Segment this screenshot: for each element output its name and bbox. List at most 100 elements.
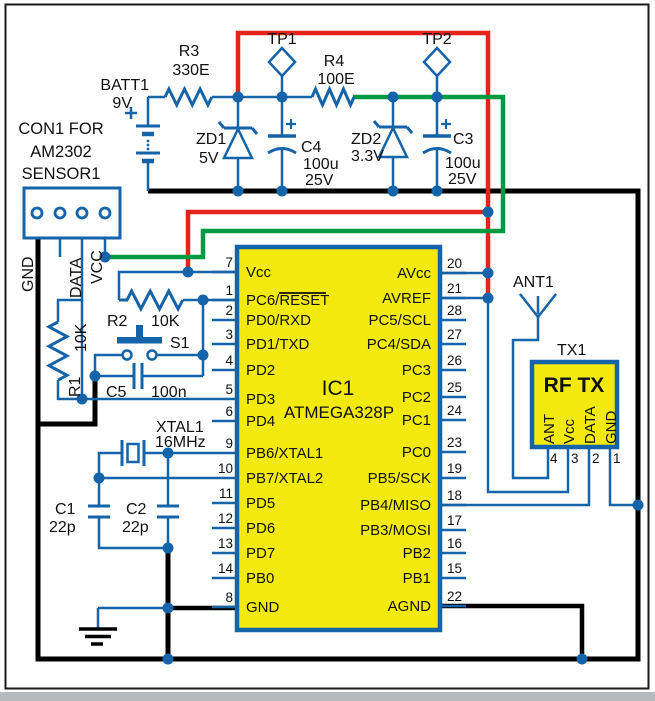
ic1-pin-pc4: PC4/SDA: [367, 336, 431, 353]
ic1-pin-avcc: AVcc: [397, 265, 431, 282]
testpoint-tp1-symbol: [267, 46, 297, 78]
c3-plus-sign: [441, 119, 451, 129]
ic1-pin-pd7: PD7: [246, 545, 275, 562]
zd2-ref: ZD2: [351, 131, 381, 148]
ic1-pin-pc5: PC5/SCL: [368, 312, 431, 329]
ic1-num-21: 21: [447, 281, 462, 296]
ic1-pin-pb6: PB6/XTAL1: [246, 445, 323, 462]
capacitor-c4-symbol: [267, 119, 297, 155]
ic1-pin-pd0: PD0/RXD: [246, 312, 311, 329]
batt1-ref: BATT1: [100, 77, 149, 94]
ic1-num-7: 7: [225, 255, 233, 270]
ic1-num-12: 12: [218, 511, 233, 526]
xtal1-value: 16MHz: [155, 434, 206, 451]
ic1-pin-avref: AVREF: [382, 290, 431, 307]
ic1-num-15: 15: [447, 561, 462, 576]
tp1-ref: TP1: [267, 31, 296, 48]
r3-ref: R3: [179, 43, 200, 60]
s1-ref: S1: [170, 335, 190, 352]
ic1-num-20: 20: [447, 256, 462, 271]
c4-ref: C4: [301, 139, 322, 156]
zd2-value: 3.3V: [351, 148, 384, 165]
c4-value-v: 25V: [305, 172, 334, 189]
tx1-pin2-num: 2: [592, 451, 600, 466]
ic1-pin-pd2: PD2: [246, 362, 275, 379]
c1-ref: C1: [55, 501, 76, 518]
ic1-pin-pc0: PC0: [402, 444, 431, 461]
zd1-ref: ZD1: [196, 131, 226, 148]
ic1-pin-gnd: GND: [246, 599, 280, 616]
tx1-pin4-num: 4: [550, 451, 558, 466]
ic1-pin-pc1: PC1: [402, 412, 431, 429]
tx1-pin-ant-label: ANT: [541, 414, 558, 444]
tx1-pin-vcc-label: Vcc: [561, 418, 578, 444]
antenna-ant1-symbol: [519, 293, 557, 320]
capacitor-c1-symbol: [88, 504, 110, 519]
ic1-pin-pb4: PB4/MISO: [360, 497, 431, 514]
ic1-pin-pd3: PD3: [246, 391, 275, 408]
ic1-num-23: 23: [447, 435, 462, 450]
con1-gnd-label: GND: [20, 256, 37, 292]
ic1-num-18: 18: [447, 488, 462, 503]
zener-zd1-symbol: [217, 121, 259, 160]
xtal1-ref: XTAL1: [156, 419, 204, 436]
con1-title-line2: AM2302: [30, 143, 91, 161]
ic1-num-11: 11: [219, 486, 233, 501]
c2-ref: C2: [126, 501, 147, 518]
testpoint-tp2-symbol: [422, 46, 452, 78]
ic1-pin-pd6: PD6: [246, 520, 275, 537]
ic1-num-13: 13: [218, 536, 233, 551]
ic1-num-26: 26: [447, 353, 462, 368]
ic1-num-1: 1: [225, 283, 233, 298]
tx1-pin-data-label: DATA: [582, 406, 599, 444]
ic1-num-9: 9: [225, 436, 233, 451]
ic1-num-6: 6: [225, 404, 233, 419]
ic1-num-28: 28: [447, 303, 462, 318]
ic1-pin-pc2: PC2: [402, 389, 431, 406]
battery-symbol: [125, 107, 160, 164]
c5-ref: C5: [106, 384, 127, 401]
c1-value: 22p: [49, 519, 76, 536]
ic1-num-8: 8: [225, 590, 233, 605]
ic1-pin-pb5: PB5/SCK: [368, 470, 431, 487]
r2-value: 10K: [151, 313, 180, 330]
ic1-num-24: 24: [447, 403, 463, 418]
ic1-pin-pb2: PB2: [403, 545, 431, 562]
ic1-ref: IC1: [322, 377, 355, 400]
tx1-pin3-num: 3: [571, 451, 579, 466]
ic1-pin-pc6: PC6/RESET: [246, 292, 329, 309]
ic1-pin-pb1: PB1: [403, 570, 431, 587]
r4-value: 100E: [317, 71, 354, 88]
c3-value-v: 25V: [448, 171, 477, 188]
ic1-atmega328p: [212, 244, 466, 633]
r2-ref: R2: [107, 313, 128, 330]
ant1-ref: ANT1: [513, 274, 554, 291]
ic1-pin-pb3: PB3/MOSI: [360, 522, 431, 539]
supply-3v3-wire: [105, 94, 506, 260]
zd1-value: 5V: [199, 150, 219, 167]
c2-value: 22p: [122, 519, 149, 536]
battery-plus-sign: [125, 107, 137, 119]
page-border: [4, 3, 650, 690]
ic1-num-14: 14: [218, 561, 234, 576]
r3-value: 330E: [172, 62, 209, 79]
ic1-pin-pb7: PB7/XTAL2: [246, 470, 323, 487]
tp2-ref: TP2: [422, 31, 451, 48]
ic1-pin-pc3: PC3: [402, 362, 431, 379]
ic1-num-19: 19: [447, 461, 462, 476]
ic1-pin-pd4: PD4: [246, 413, 275, 430]
r1-value: 10K: [73, 323, 90, 352]
ic1-pin-vcc: Vcc: [246, 264, 272, 281]
ic1-pin-pd1: PD1/TXD: [246, 336, 310, 353]
switch-s1-symbol: [117, 325, 162, 361]
c3-ref: C3: [453, 131, 474, 148]
resistor-r1-symbol: [45, 320, 71, 382]
tx1-rf-module: [529, 359, 620, 450]
con1-title-line1: CON1 FOR: [18, 120, 103, 138]
supply-5v-wire: [185, 30, 491, 298]
labels: CON1 FOR AM2302 SENSOR1 GND DATA VCC BAT…: [18, 31, 620, 616]
ic1-num-22: 22: [447, 589, 462, 604]
signal-wiring: [56, 76, 638, 550]
